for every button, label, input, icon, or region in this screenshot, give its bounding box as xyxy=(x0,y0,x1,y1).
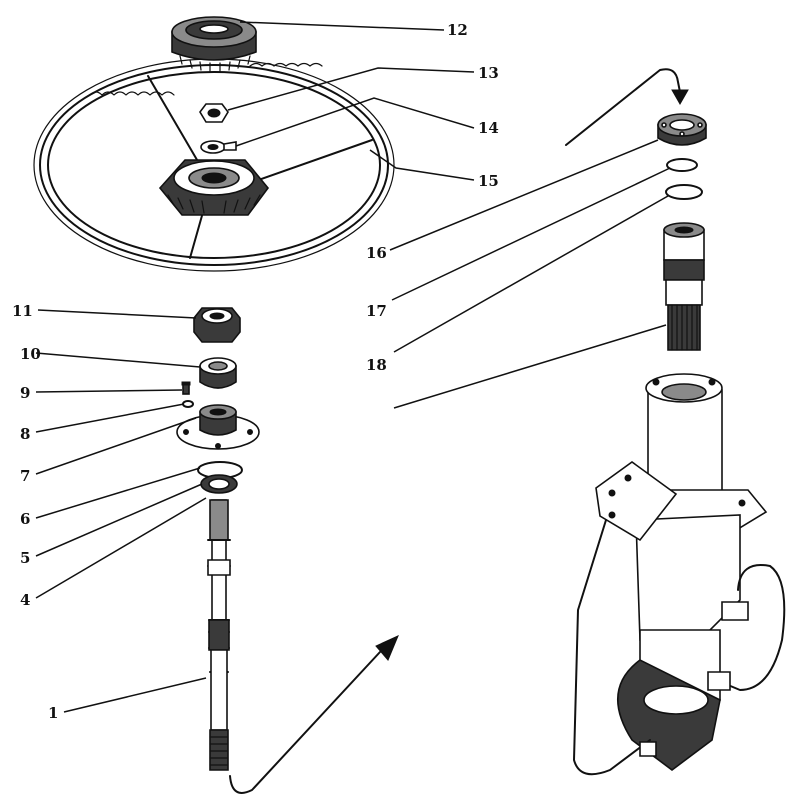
callout-6: 7 xyxy=(20,467,30,485)
callout-13: 14 xyxy=(478,119,499,137)
shaft-seal xyxy=(200,474,238,494)
assembly-direction-arrow-top xyxy=(565,68,689,146)
callout-7: 8 xyxy=(20,425,30,443)
snap-ring-large xyxy=(665,184,703,200)
callout-10: 11 xyxy=(12,302,33,320)
callout-9: 10 xyxy=(20,345,41,363)
callout-12: 13 xyxy=(478,64,499,82)
hub-nut xyxy=(199,103,229,123)
callout-8: 9 xyxy=(20,384,30,402)
steering-shaft xyxy=(207,499,231,771)
mounting-flange xyxy=(176,404,260,450)
steering-wheel-rim xyxy=(33,58,395,272)
callout-14: 15 xyxy=(478,172,499,190)
bearing xyxy=(657,113,707,146)
column-nut xyxy=(193,307,241,343)
callout-1: 1 xyxy=(48,704,58,722)
callout-11: 12 xyxy=(447,21,468,39)
lock-washer-tab xyxy=(200,140,237,154)
snap-ring-small xyxy=(666,158,698,172)
callout-labels: 12 13 14 15 16 17 18 11 10 9 8 7 6 5 4 1 xyxy=(12,21,499,722)
splined-shaft xyxy=(663,222,705,351)
callout-15: 16 xyxy=(366,244,387,262)
leader-lines xyxy=(35,21,671,713)
callout-3: 4 xyxy=(20,591,30,609)
callout-5: 6 xyxy=(20,510,30,528)
steering-gear-housing xyxy=(573,373,786,776)
assembly-direction-arrow-bottom xyxy=(229,635,399,794)
spring-washer xyxy=(182,400,194,408)
horn-cap xyxy=(171,16,257,72)
callout-17: 18 xyxy=(366,356,387,374)
bushing xyxy=(199,357,237,389)
screw xyxy=(181,381,191,395)
callout-16: 17 xyxy=(366,302,387,320)
callout-4: 5 xyxy=(20,549,30,567)
steering-wheel-hub xyxy=(158,159,270,216)
